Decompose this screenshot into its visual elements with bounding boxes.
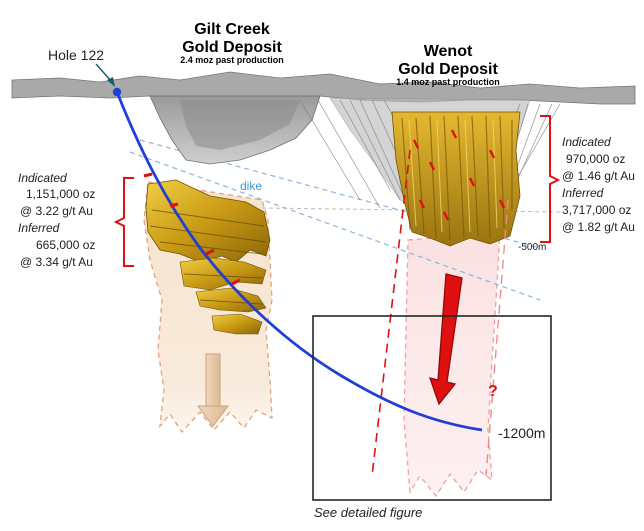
red-down-arrow <box>428 273 463 406</box>
right-inferred-oz: 3,717,000 oz <box>562 203 631 217</box>
gilt-creek-pit-shadow <box>180 100 300 150</box>
dike-lower-line <box>129 151 541 301</box>
hole-pointer-head <box>107 77 115 87</box>
gilt-creek-title-line1: Gilt Creek <box>194 21 270 38</box>
right-indicated-grade: @ 1.46 g/t Au <box>562 169 635 183</box>
right-inferred-label: Inferred <box>562 186 604 200</box>
question-mark: ? <box>488 383 498 400</box>
right-resource-bracket <box>540 115 561 243</box>
left-inferred-grade: @ 3.34 g/t Au <box>20 255 93 269</box>
gilt-creek-production: 2.4 moz past production <box>180 55 284 65</box>
wenot-highlight-streaks <box>408 119 498 233</box>
depth-1200-label: -1200m <box>498 425 545 441</box>
gilt-creek-ore-lenses <box>179 257 267 335</box>
left-indicated-label: Indicated <box>18 171 67 185</box>
dike-label: dike <box>240 179 262 193</box>
drill-hole-intercepts <box>143 172 241 286</box>
right-indicated-label: Indicated <box>562 135 611 149</box>
gilt-creek-title-line2: Gold Deposit <box>182 39 282 56</box>
right-indicated-oz: 970,000 oz <box>566 152 625 166</box>
drill-hole-trace <box>115 91 483 432</box>
hole-label: Hole 122 <box>48 47 104 63</box>
wenot-red-intercepts <box>412 129 506 221</box>
drill-collar <box>112 87 122 97</box>
gilt-creek-ore-body <box>145 179 271 263</box>
left-indicated-oz: 1,151,000 oz <box>26 187 95 201</box>
left-inferred-oz: 665,000 oz <box>36 238 95 252</box>
surface-topography <box>11 71 636 105</box>
wenot-dip-line-right <box>485 199 509 477</box>
right-deposit-halo <box>403 231 501 498</box>
wenot-title-line2: Gold Deposit <box>398 61 498 78</box>
detailed-figure-box[interactable] <box>312 315 552 501</box>
left-indicated-grade: @ 3.22 g/t Au <box>20 204 93 218</box>
depth-500-label: -500m <box>518 242 546 253</box>
detailed-figure-caption[interactable]: See detailed figure <box>314 505 422 520</box>
wenot-production: 1.4 moz past production <box>396 77 500 87</box>
wenot-dip-line-left <box>371 149 411 477</box>
left-resource-block: Indicated 1,151,000 oz @ 3.22 g/t Au Inf… <box>18 171 95 269</box>
left-inferred-label: Inferred <box>18 221 60 235</box>
tan-down-arrow <box>197 353 229 427</box>
left-resource-bracket <box>113 177 134 267</box>
wenot-title-line1: Wenot <box>424 43 473 60</box>
right-resource-block: Indicated 970,000 oz @ 1.46 g/t Au Infer… <box>562 135 635 234</box>
right-inferred-grade: @ 1.82 g/t Au <box>562 220 635 234</box>
